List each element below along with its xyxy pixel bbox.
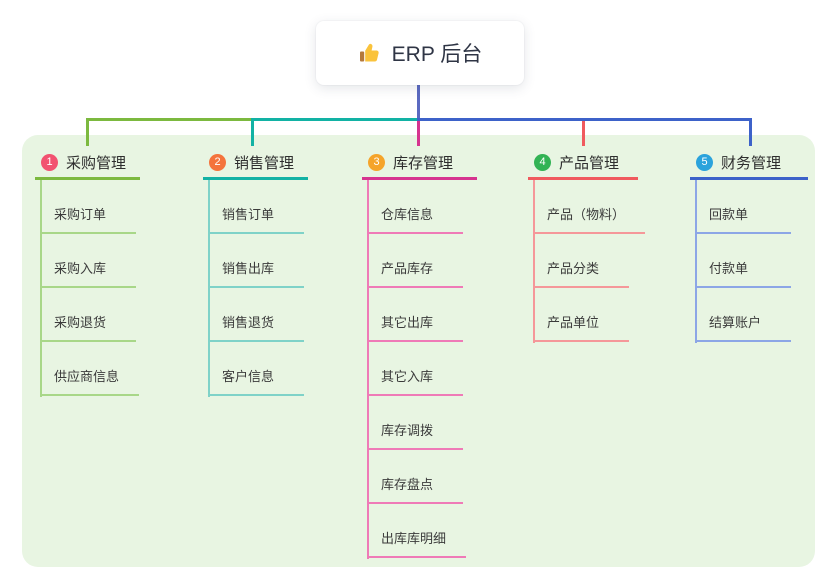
branch-number-badge: 3 (368, 153, 385, 171)
node-other-inbound[interactable]: 其它入库 (367, 342, 463, 396)
node-purchase-order[interactable]: 采购订单 (40, 180, 136, 234)
root-node[interactable]: ERP 后台 (316, 21, 524, 85)
branch-procurement-header[interactable]: 1 采购管理 (35, 147, 140, 180)
node-sales-outbound[interactable]: 销售出库 (208, 234, 304, 288)
branch-number-badge: 2 (209, 153, 226, 171)
branch-number-badge: 4 (534, 153, 551, 171)
connector-drop-branch-4 (582, 121, 585, 146)
branch-child-trunk-line (208, 180, 210, 397)
node-customer-info[interactable]: 客户信息 (208, 342, 304, 396)
thumbs-up-icon (358, 41, 382, 65)
branch-inventory-header[interactable]: 3 库存管理 (362, 147, 477, 180)
branch-title: 产品管理 (559, 154, 620, 172)
branch-product: 4 产品管理 产品（物料） 产品分类 产品单位 (528, 147, 646, 343)
node-outbound-detail[interactable]: 出库库明细 (367, 504, 467, 558)
connector-bus-branch-5 (417, 118, 752, 121)
connector-bus-branch-2 (251, 118, 419, 121)
node-settlement-account[interactable]: 结算账户 (695, 288, 791, 342)
node-product-material[interactable]: 产品（物料） (533, 180, 646, 234)
node-receipt-bill[interactable]: 回款单 (695, 180, 791, 234)
node-other-outbound[interactable]: 其它出库 (367, 288, 463, 342)
branch-child-trunk-line (367, 180, 369, 559)
branch-procurement: 1 采购管理 采购订单 采购入库 采购退货 供应商信息 (35, 147, 140, 397)
branch-number-badge: 1 (41, 153, 58, 171)
connector-drop-branch-3 (417, 121, 420, 146)
node-stock-transfer[interactable]: 库存调拨 (367, 396, 463, 450)
branch-title: 销售管理 (234, 154, 295, 172)
branch-child-trunk-line (695, 180, 697, 343)
branch-title: 采购管理 (66, 154, 127, 172)
branch-child-trunk-line (40, 180, 42, 397)
node-product-stock[interactable]: 产品库存 (367, 234, 463, 288)
branch-sales: 2 销售管理 销售订单 销售出库 销售退货 客户信息 (203, 147, 308, 397)
node-sales-return[interactable]: 销售退货 (208, 288, 304, 342)
node-stock-count[interactable]: 库存盘点 (367, 450, 463, 504)
mindmap-background-panel (22, 135, 815, 567)
node-product-category[interactable]: 产品分类 (533, 234, 629, 288)
node-purchase-return[interactable]: 采购退货 (40, 288, 136, 342)
branch-title: 财务管理 (721, 154, 782, 172)
node-sales-order[interactable]: 销售订单 (208, 180, 304, 234)
branch-inventory: 3 库存管理 仓库信息 产品库存 其它出库 其它入库 库存调拨 库存盘点 出库库… (362, 147, 477, 559)
node-payment-bill[interactable]: 付款单 (695, 234, 791, 288)
branch-title: 库存管理 (393, 154, 454, 172)
node-warehouse-info[interactable]: 仓库信息 (367, 180, 463, 234)
connector-drop-branch-1 (86, 118, 89, 146)
node-product-unit[interactable]: 产品单位 (533, 288, 629, 342)
node-supplier-info[interactable]: 供应商信息 (40, 342, 140, 396)
branch-product-header[interactable]: 4 产品管理 (528, 147, 638, 180)
root-node-label: ERP 后台 (391, 43, 483, 66)
branch-sales-header[interactable]: 2 销售管理 (203, 147, 308, 180)
connector-drop-branch-5 (749, 118, 752, 146)
branch-child-trunk-line (533, 180, 535, 343)
node-purchase-inbound[interactable]: 采购入库 (40, 234, 136, 288)
branch-finance: 5 财务管理 回款单 付款单 结算账户 (690, 147, 808, 343)
branch-finance-header[interactable]: 5 财务管理 (690, 147, 808, 180)
connector-root-vertical (417, 85, 420, 121)
connector-drop-branch-2 (251, 118, 254, 146)
connector-bus-branch-1 (86, 118, 253, 121)
branch-number-badge: 5 (696, 153, 713, 171)
